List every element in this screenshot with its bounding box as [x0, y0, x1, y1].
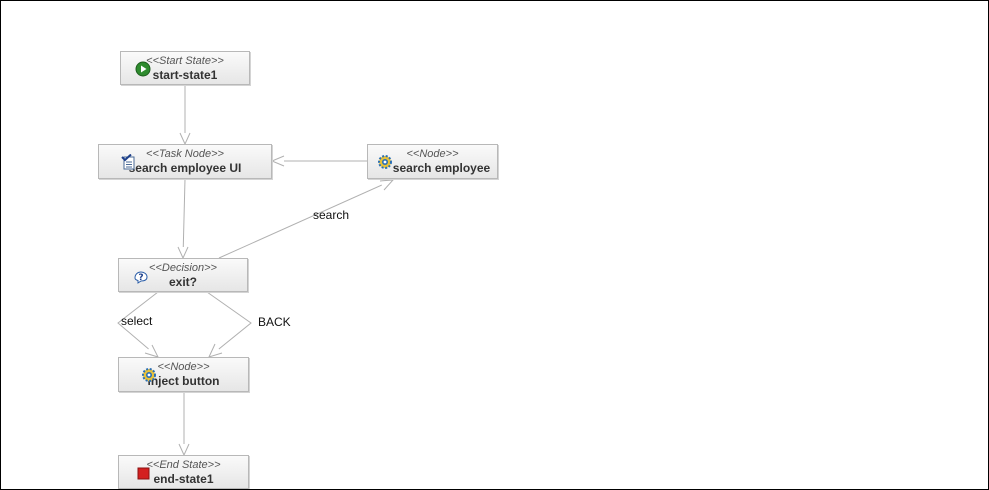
arrowhead	[178, 443, 190, 457]
gear-icon	[142, 368, 156, 382]
node-end-state[interactable]: <<End State>> end-state1	[118, 455, 249, 489]
svg-text:?: ?	[138, 273, 143, 283]
stop-icon	[137, 467, 150, 480]
node-start-state[interactable]: <<Start State>> start-state1	[120, 51, 250, 85]
node-name: exit?	[168, 275, 197, 289]
node-name: search employee	[392, 161, 491, 175]
arrowhead	[270, 155, 285, 167]
node-stereotype: <<Task Node>>	[146, 148, 224, 160]
node-stereotype: <<Node>>	[406, 148, 459, 160]
transition-search-ui-to-decision	[182, 178, 186, 259]
gear-icon	[378, 155, 392, 169]
transition-back	[206, 291, 252, 358]
transition-decision-to-search-employee	[218, 179, 394, 259]
transition-select	[117, 291, 159, 358]
arrowhead	[177, 246, 189, 260]
node-search-employee-ui[interactable]: <<Task Node>> search employee UI	[98, 144, 272, 179]
task-icon	[121, 154, 135, 170]
arrowhead	[379, 179, 395, 191]
node-name: start-state1	[152, 68, 218, 82]
node-name: search employee UI	[128, 161, 242, 175]
node-name: end-state1	[153, 472, 214, 486]
arrowhead	[208, 343, 223, 358]
arrowhead	[144, 344, 159, 358]
node-stereotype: <<Node>>	[157, 361, 210, 373]
arrowhead	[179, 132, 191, 146]
node-name: inject button	[147, 374, 220, 388]
node-search-employee[interactable]: <<Node>> search employee	[367, 144, 498, 179]
transition-label-search[interactable]: search	[313, 208, 350, 222]
node-stereotype: <<End State>>	[146, 459, 221, 471]
play-icon	[135, 61, 151, 77]
transition-label-select[interactable]: select	[121, 314, 153, 328]
node-stereotype: <<Start State>>	[146, 55, 224, 67]
decision-icon: ?	[134, 271, 148, 284]
node-decision-exit[interactable]: ? <<Decision>> exit?	[118, 258, 248, 292]
node-inject-button[interactable]: <<Node>> inject button	[118, 357, 249, 392]
transition-label-back[interactable]: BACK	[258, 315, 291, 329]
node-stereotype: <<Decision>>	[149, 262, 217, 274]
